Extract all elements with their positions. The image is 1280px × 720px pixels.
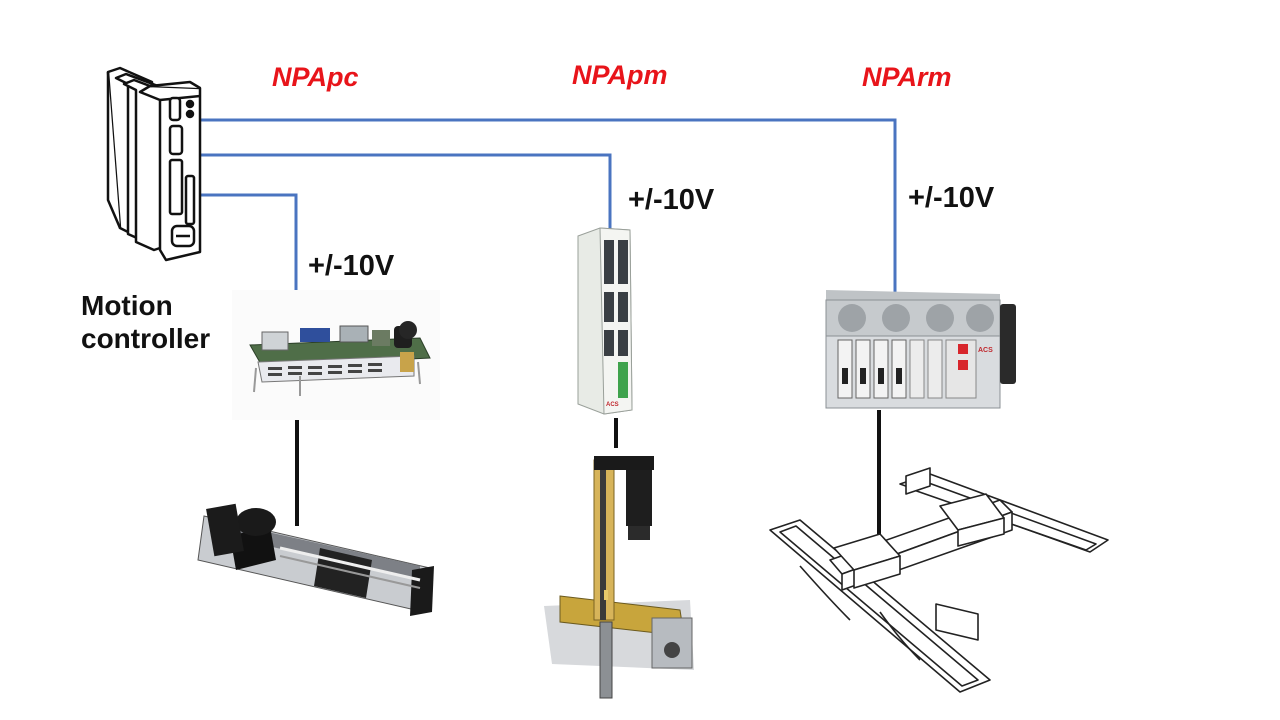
module-drive-icon: ACS (577, 227, 633, 415)
pc-board-icon (232, 290, 440, 420)
motion-controller-label-line1: Motion (81, 290, 173, 321)
voltage-label-pc: +/-10V (308, 250, 395, 282)
xz-stage-icon (544, 456, 694, 699)
pm-brand-mark: ACS (606, 402, 619, 408)
rack-drive-icon: ACS (825, 290, 1016, 409)
npapc-label: NPApc (272, 62, 359, 92)
gantry-stage-icon (769, 467, 1109, 693)
signal-wires (200, 118, 897, 327)
voltage-label-rm: +/-10V (908, 182, 995, 214)
linear-stage-icon (197, 503, 434, 616)
voltage-label-pm: +/-10V (628, 184, 715, 216)
motion-controller-label-line2: controller (81, 323, 211, 354)
wire-to-nparm (200, 118, 897, 292)
npapm-label: NPApm (572, 60, 668, 90)
rm-brand-mark: ACS (978, 347, 993, 354)
motion-controller-icon (106, 66, 202, 262)
nparm-label: NPArm (862, 62, 952, 92)
wire-to-npapm (200, 153, 612, 232)
wire-to-npapc (200, 193, 298, 327)
motion-controller-label: Motion controller (81, 289, 210, 355)
